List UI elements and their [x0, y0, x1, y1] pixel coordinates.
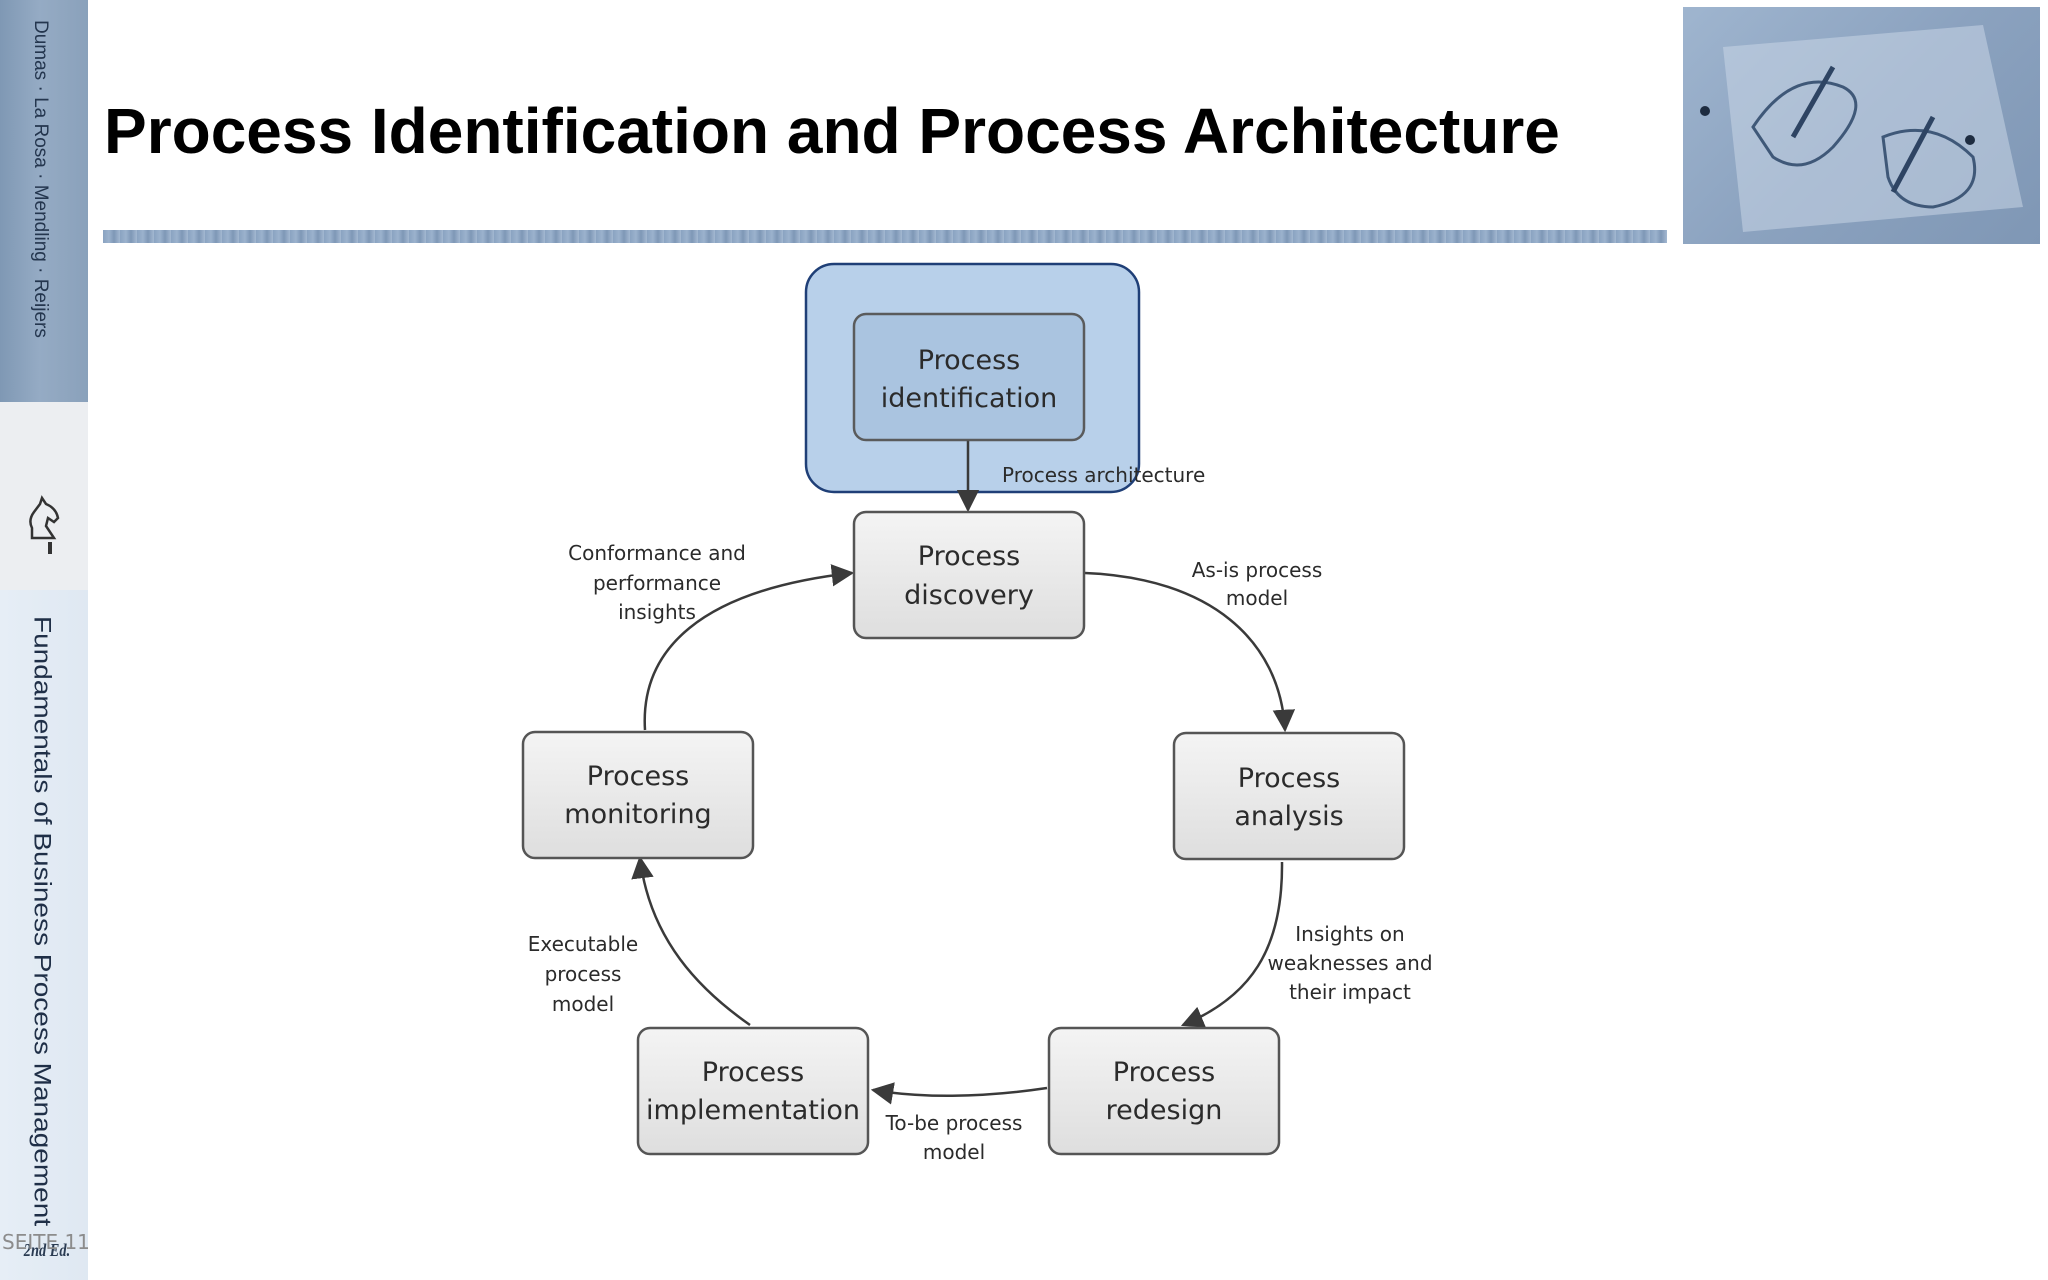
node-analysis: Process analysis	[1172, 731, 1406, 861]
drawing-hands-sketch	[1700, 25, 2023, 232]
edge-label-executable-2: process	[545, 962, 622, 986]
node-identification-line2: identification	[881, 383, 1058, 414]
edge-label-insights-2: weaknesses and	[1267, 951, 1432, 975]
spine-authors: Dumas · La Rosa · Mendling · Reijers	[30, 20, 51, 338]
edge-label-conformance-1: Conformance and	[568, 541, 746, 565]
drawing-hands-image	[1683, 7, 2040, 244]
edge-label-to-be-2: model	[923, 1140, 985, 1164]
edge-to-be	[870, 1082, 1048, 1105]
knight-logo-icon	[29, 495, 60, 554]
diagram-edges	[631, 440, 1296, 1105]
node-identification-line1: Process	[918, 345, 1020, 376]
edge-label-executable-3: model	[552, 992, 614, 1016]
node-discovery: Process discovery	[852, 510, 1086, 640]
node-discovery-line1: Process	[918, 541, 1020, 572]
node-monitoring-line2: monitoring	[564, 799, 711, 830]
node-discovery-line2: discovery	[904, 580, 1034, 611]
node-implementation: Process implementation	[636, 1026, 870, 1156]
page-number: SEITE 11	[2, 1230, 90, 1254]
edge-insights	[1180, 861, 1284, 1028]
node-implementation-line2: implementation	[646, 1095, 860, 1126]
node-redesign-line2: redesign	[1106, 1095, 1223, 1126]
node-monitoring: Process monitoring	[521, 730, 755, 860]
book-spine: Dumas · La Rosa · Mendling · Reijers Fun…	[0, 0, 88, 1280]
edge-label-architecture: Process architecture	[1002, 463, 1205, 487]
edge-label-executable-1: Executable	[528, 932, 639, 956]
spine-title-band	[0, 590, 88, 1280]
node-analysis-line1: Process	[1238, 763, 1340, 794]
node-analysis-line2: analysis	[1234, 801, 1343, 832]
edge-label-insights-3: their impact	[1289, 980, 1411, 1004]
edge-label-as-is-1: As-is process	[1192, 558, 1323, 582]
edge-label-conformance-3: insights	[618, 600, 696, 624]
node-redesign: Process redesign	[1047, 1026, 1281, 1156]
spine-header-band	[0, 0, 88, 402]
node-monitoring-line1: Process	[587, 761, 689, 792]
spine-book-title: Fundamentals of Business Process Managem…	[29, 616, 56, 1227]
edge-label-as-is-2: model	[1226, 586, 1288, 610]
edge-conformance	[643, 564, 855, 731]
edge-label-insights-1: Insights on	[1295, 922, 1404, 946]
edge-as-is	[1084, 571, 1296, 733]
spine-edition: 2nd Ed.	[23, 1240, 71, 1260]
node-implementation-line1: Process	[702, 1057, 804, 1088]
title-underline	[103, 230, 1667, 243]
slide-title: Process Identification and Process Archi…	[104, 95, 1560, 167]
edge-label-conformance-2: performance	[593, 571, 721, 595]
edge-label-to-be-1: To-be process	[885, 1111, 1023, 1135]
edge-executable	[631, 855, 751, 1027]
node-identification: Process identification	[852, 312, 1086, 442]
node-redesign-line1: Process	[1113, 1057, 1215, 1088]
